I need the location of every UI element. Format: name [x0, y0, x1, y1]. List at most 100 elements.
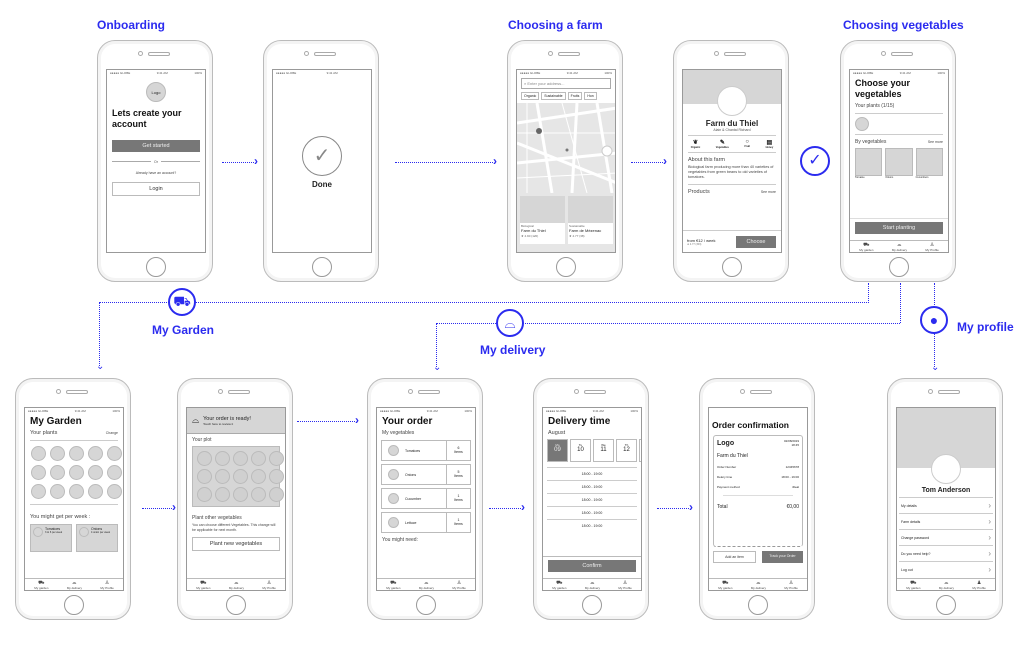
plant-circle[interactable] [31, 446, 46, 461]
plant-circle[interactable] [197, 469, 212, 484]
vegetable-tile[interactable] [885, 148, 913, 176]
nav-my-delivery[interactable]: ⌓My delivery [66, 580, 82, 590]
login-button[interactable]: Login [112, 182, 200, 196]
profile-menu-item[interactable]: Change password› [899, 529, 993, 545]
basket-icon: ⌓ [192, 415, 200, 425]
plant-circle[interactable] [215, 487, 230, 502]
order-ready-banner[interactable]: ⌓ Your order is ready!Touch here to revi… [187, 408, 285, 434]
time-slot[interactable]: 18:00 - 19:00 [547, 467, 637, 480]
confirm-button[interactable]: Confirm [548, 560, 636, 572]
address-search-input[interactable]: ⌕ Enter your address... [521, 78, 611, 89]
nav-my-garden[interactable]: ⛟My garden [552, 580, 567, 590]
profile-menu-item[interactable]: My details› [899, 497, 993, 513]
plant-circle[interactable] [88, 465, 103, 480]
nav-my-garden[interactable]: ⛟My garden [718, 580, 733, 590]
filter-chip[interactable]: Fruits [567, 92, 583, 100]
nav-my-garden[interactable]: ⛟My garden [859, 242, 874, 252]
time-slot[interactable]: 18:00 - 19:00 [547, 506, 637, 519]
plant-circle[interactable] [233, 487, 248, 502]
nav-my-profile[interactable]: ♙My Profile [618, 580, 632, 590]
nav-my-delivery[interactable]: ⌓My delivery [228, 580, 244, 590]
plant-circle[interactable] [269, 469, 284, 484]
nav-my-profile[interactable]: ♙My Profile [784, 580, 798, 590]
plant-new-vegetables-button[interactable]: Plant new vegetables [192, 537, 280, 551]
plant-slot[interactable] [855, 117, 869, 131]
day-option[interactable]: Fr1 [639, 439, 641, 462]
nav-my-profile[interactable]: ♙My Profile [925, 242, 939, 252]
nav-my-profile[interactable]: ♙My Profile [262, 580, 276, 590]
plant-circle[interactable] [88, 484, 103, 499]
nav-my-delivery[interactable]: ⌓My delivery [938, 580, 954, 590]
plant-circle[interactable] [233, 469, 248, 484]
plant-circle[interactable] [269, 487, 284, 502]
choose-button[interactable]: Choose [736, 235, 776, 248]
flow-arrow [657, 500, 693, 514]
nav-my-delivery[interactable]: ⌓My delivery [584, 580, 600, 590]
see-more-link[interactable]: See more [760, 190, 776, 194]
nav-my-garden[interactable]: ⛟My garden [34, 580, 49, 590]
nav-my-delivery[interactable]: ⌓My delivery [750, 580, 766, 590]
nav-my-profile[interactable]: ♟My Profile [972, 580, 986, 590]
see-more-link[interactable]: See more [927, 140, 943, 144]
plant-circle[interactable] [88, 446, 103, 461]
plant-circle[interactable] [31, 484, 46, 499]
plant-circle[interactable] [107, 446, 122, 461]
nav-my-profile[interactable]: ♙My Profile [100, 580, 114, 590]
plant-circle[interactable] [50, 446, 65, 461]
nav-my-profile[interactable]: ♙My Profile [452, 580, 466, 590]
nav-my-delivery[interactable]: ⌓My delivery [418, 580, 434, 590]
add-item-button[interactable]: Add an item [713, 551, 756, 563]
logo: Logo [717, 439, 735, 447]
change-link[interactable]: Change [105, 431, 118, 435]
vegetable-tile[interactable] [855, 148, 883, 176]
filter-chip[interactable]: Hon [584, 92, 597, 100]
plant-circle[interactable] [50, 484, 65, 499]
time-slot[interactable]: 18:00 - 19:00 [547, 519, 637, 532]
nav-my-garden[interactable]: ⛟My garden [906, 580, 921, 590]
plant-circle[interactable] [215, 451, 230, 466]
plant-circle[interactable] [233, 451, 248, 466]
plot-grid[interactable] [192, 446, 284, 507]
vegetable-tile[interactable] [915, 148, 943, 176]
plant-circle[interactable] [215, 469, 230, 484]
plant-circle[interactable] [107, 484, 122, 499]
nav-my-delivery[interactable]: ⌓My delivery [891, 242, 907, 252]
plant-circle[interactable] [251, 451, 266, 466]
get-started-button[interactable]: Get started [112, 140, 200, 152]
profile-menu-item[interactable]: Farm details› [899, 513, 993, 529]
plant-circle[interactable] [197, 451, 212, 466]
map[interactable] [517, 103, 616, 193]
plant-circle[interactable] [269, 451, 284, 466]
filter-chip[interactable]: Organic [521, 92, 540, 100]
plant-circle[interactable] [251, 487, 266, 502]
time-slot[interactable]: 18:00 - 19:00 [547, 493, 637, 506]
track-order-button[interactable]: Track your Order [762, 551, 803, 563]
nav-my-garden[interactable]: ⛟My garden [196, 580, 211, 590]
plant-circle[interactable] [107, 465, 122, 480]
time-slot[interactable]: 18:00 - 19:00 [547, 480, 637, 493]
nav-my-garden[interactable]: ⛟My garden [386, 580, 401, 590]
plant-circle[interactable] [251, 469, 266, 484]
farm-card[interactable]: Biological Farm du Thiel ★ 4.90 (120) [520, 196, 565, 244]
profile-menu-item[interactable]: Log out› [899, 561, 993, 577]
plant-circle[interactable] [69, 465, 84, 480]
filter-chip[interactable]: Sustainable [541, 92, 566, 100]
start-planting-button[interactable]: Start planting [855, 222, 943, 234]
plant-circle[interactable] [50, 465, 65, 480]
plant-circle[interactable] [69, 484, 84, 499]
plant-circle[interactable] [31, 465, 46, 480]
profile-menu-item[interactable]: Do you need help?› [899, 545, 993, 561]
plant-circle[interactable] [69, 446, 84, 461]
farm-card[interactable]: Sustainable Farm de Mézenac ★ 4.77 (38) [568, 196, 613, 244]
plant-circle[interactable] [197, 487, 212, 502]
